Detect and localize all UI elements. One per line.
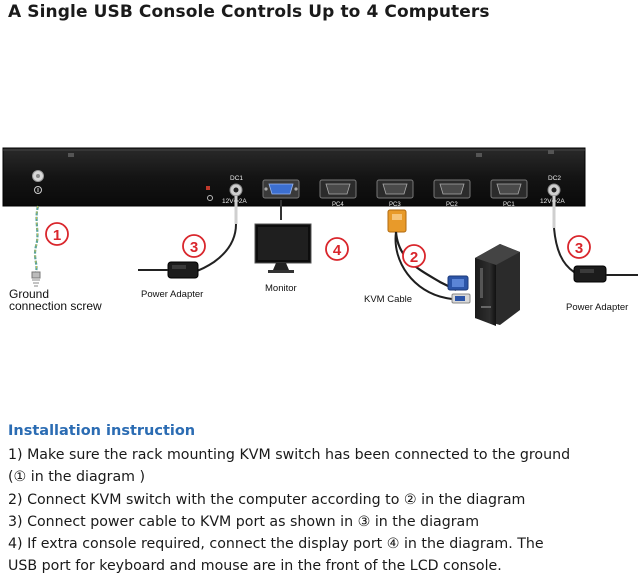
dc1-label: DC1 <box>230 175 243 182</box>
svg-text:4: 4 <box>333 242 342 259</box>
kvm-connection-diagram: DC1 12V⎓2A PC4 PC3 PC2 PC1 <box>2 147 638 326</box>
power-adapter-left-label: Power Adapter <box>141 289 203 300</box>
monitor-label: Monitor <box>265 283 297 294</box>
power-adapter-right-label: Power Adapter <box>566 302 628 313</box>
installation-steps: 1) Make sure the rack mounting KVM switc… <box>8 444 636 578</box>
kvm-cable <box>387 209 471 304</box>
ground-wire <box>31 205 41 287</box>
pc4-label: PC4 <box>332 202 344 208</box>
callout-1: 1 <box>45 222 69 246</box>
dc2-power-jack-icon <box>547 183 561 197</box>
monitor-vga-port-icon <box>262 179 300 199</box>
instruction-line: 3) Connect power cable to KVM port as sh… <box>8 513 480 530</box>
instruction-line: USB port for keyboard and mouse are in t… <box>8 558 502 575</box>
pc-tower-icon <box>475 244 520 326</box>
ground-screw-icon <box>32 170 44 194</box>
kvm-cable-label: KVM Cable <box>364 294 412 305</box>
callout-2: 2 <box>402 244 426 268</box>
installation-heading: Installation instruction <box>8 423 196 439</box>
svg-text:2: 2 <box>410 249 418 266</box>
pc1-label: PC1 <box>503 202 515 208</box>
callout-3-right: 3 <box>567 235 591 259</box>
pc1-port-icon <box>490 179 528 199</box>
pc4-port-icon <box>319 179 357 199</box>
dc1-power-jack-icon <box>229 183 243 197</box>
pc3-label: PC3 <box>389 202 401 208</box>
svg-text:3: 3 <box>575 240 583 257</box>
svg-text:1: 1 <box>53 227 61 244</box>
instruction-line: 1) Make sure the rack mounting KVM switc… <box>8 447 571 463</box>
callout-4: 4 <box>325 237 349 261</box>
pc2-port-icon <box>433 179 471 199</box>
right-power-adapter <box>552 196 638 283</box>
left-power-adapter <box>138 196 238 279</box>
instruction-line: 4) If extra console required, connect th… <box>8 536 544 553</box>
instruction-line: (① in the diagram ) <box>8 469 146 486</box>
page-title: A Single USB Console Controls Up to 4 Co… <box>8 2 490 22</box>
ground-label-line1: Ground <box>9 287 49 301</box>
kvm-switch-panel: DC1 12V⎓2A PC4 PC3 PC2 PC1 <box>2 147 586 208</box>
instruction-line: 2) Connect KVM switch with the computer … <box>8 491 526 508</box>
dc2-label: DC2 <box>548 175 561 182</box>
monitor-icon <box>254 200 312 273</box>
callout-3-left: 3 <box>182 234 206 258</box>
svg-text:3: 3 <box>190 239 198 256</box>
ground-label-line2: connection screw <box>9 299 102 313</box>
pc2-label: PC2 <box>446 202 458 208</box>
pc3-port-icon <box>376 179 414 199</box>
